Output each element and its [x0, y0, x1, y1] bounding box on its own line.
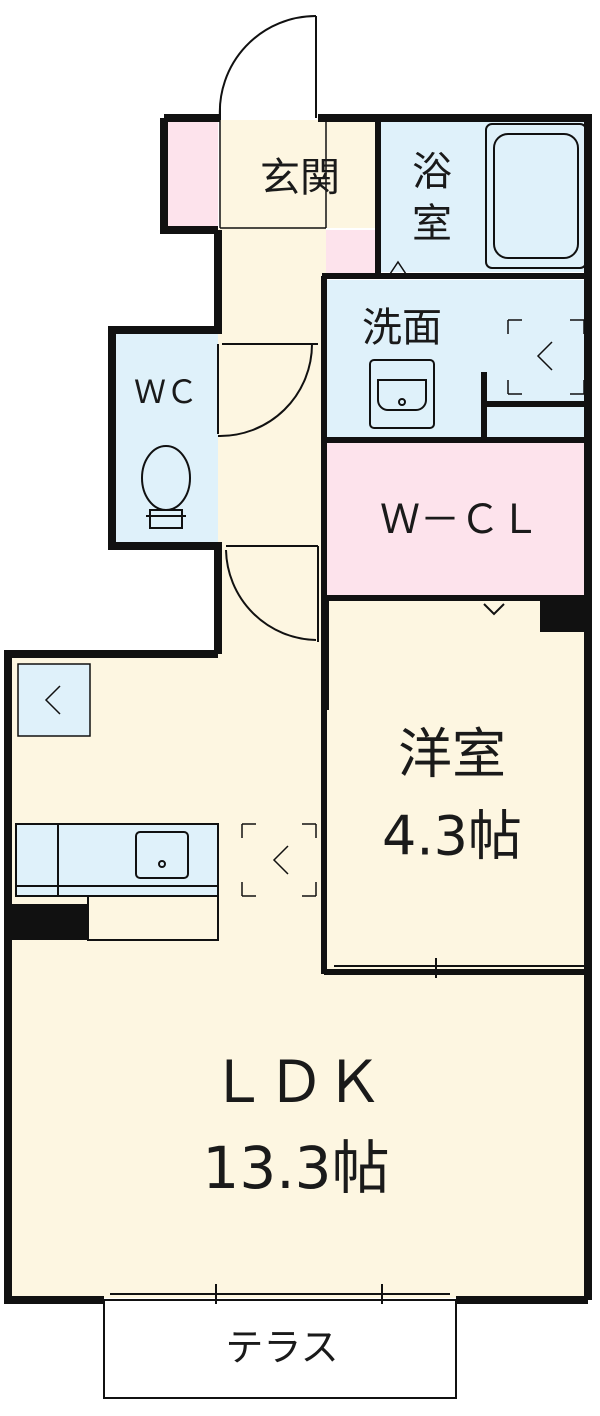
western-room-label-line1: 洋室	[398, 723, 506, 786]
hall-door	[225, 545, 319, 642]
shoe-cabinet-left	[166, 120, 218, 228]
shoe-cabinet-right	[326, 230, 378, 274]
washroom-floor	[326, 280, 590, 438]
entrance-label: 玄関	[260, 155, 340, 201]
washing-machine-space	[507, 319, 585, 395]
walkin-closet-label: Ｗ－ＣＬ	[380, 497, 540, 543]
wc-door	[217, 343, 318, 438]
kitchen-counter	[15, 823, 219, 941]
thin-lines	[219, 120, 327, 229]
walkin-closet-floor	[326, 440, 590, 596]
ldk-label-line2: 13.3帖	[202, 1134, 389, 1202]
closet-door	[388, 599, 536, 616]
bathtub	[389, 123, 587, 275]
western-room-door	[327, 600, 584, 978]
entry-door	[218, 14, 317, 120]
ldk-label-line1: ＬＤＫ	[209, 1048, 383, 1116]
western-room-floor	[328, 596, 590, 972]
wc-floor	[112, 330, 218, 544]
washroom-label: 洗面	[362, 305, 442, 351]
washbasin	[369, 359, 435, 429]
terrace-label: テラス	[225, 1326, 338, 1370]
interior-walls	[10, 120, 590, 975]
western-room-label-line2: 4.3帖	[382, 805, 522, 868]
toilet	[141, 445, 191, 529]
bath-label-line2: 室	[412, 201, 452, 247]
refrigerator-space	[241, 823, 317, 897]
wc-label: ＷＣ	[134, 373, 198, 411]
terrace	[103, 1284, 457, 1399]
appliance-space-top	[17, 663, 91, 737]
entrance-floor	[220, 120, 378, 228]
bath-label-line1: 浴	[412, 149, 452, 195]
hallway-floor	[218, 228, 326, 658]
exterior-walls	[4, 114, 592, 1304]
